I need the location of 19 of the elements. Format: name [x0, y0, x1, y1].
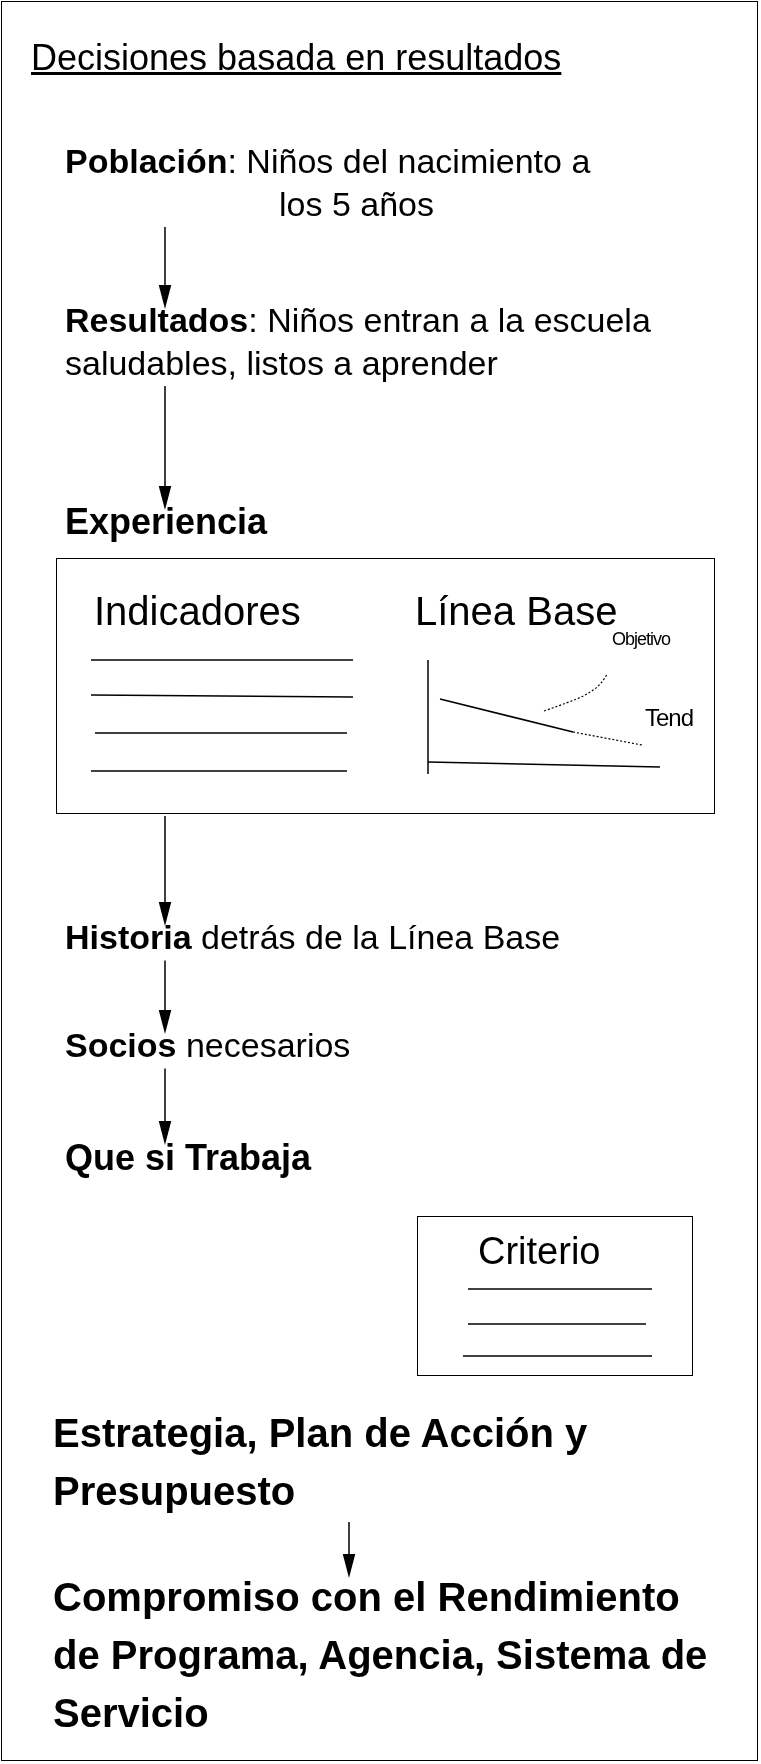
arrow	[158, 815, 172, 926]
step-text: Socios necesarios	[65, 1024, 725, 1067]
box-heading: Criterio	[478, 1229, 601, 1274]
arrow	[342, 1521, 356, 1578]
step-text: Población: Niños del nacimiento a los 5 años	[65, 140, 625, 225]
arrow	[158, 385, 172, 510]
arrow	[158, 959, 172, 1034]
step-heading: Compromiso con el Rendimiento de Programa, Agencia, Sistema de Servicio	[53, 1568, 713, 1742]
line-label: Tend	[645, 704, 694, 733]
column-heading: Indicadores	[94, 588, 301, 635]
arrow	[158, 1067, 172, 1145]
section-heading: Experiencia	[65, 500, 268, 544]
step-text: Resultados: Niños entran a la escuela saludables, listos a aprender	[65, 299, 675, 384]
arrow	[158, 226, 172, 309]
page-title: Decisiones basada en resultados	[31, 36, 562, 80]
criteria-panel	[417, 1216, 693, 1376]
step-heading: Estrategia, Plan de Acción y Presupuesto	[53, 1404, 693, 1520]
step-heading: Que si Trabaja	[65, 1135, 725, 1180]
step-text: Historia detrás de la Línea Base	[65, 916, 725, 959]
